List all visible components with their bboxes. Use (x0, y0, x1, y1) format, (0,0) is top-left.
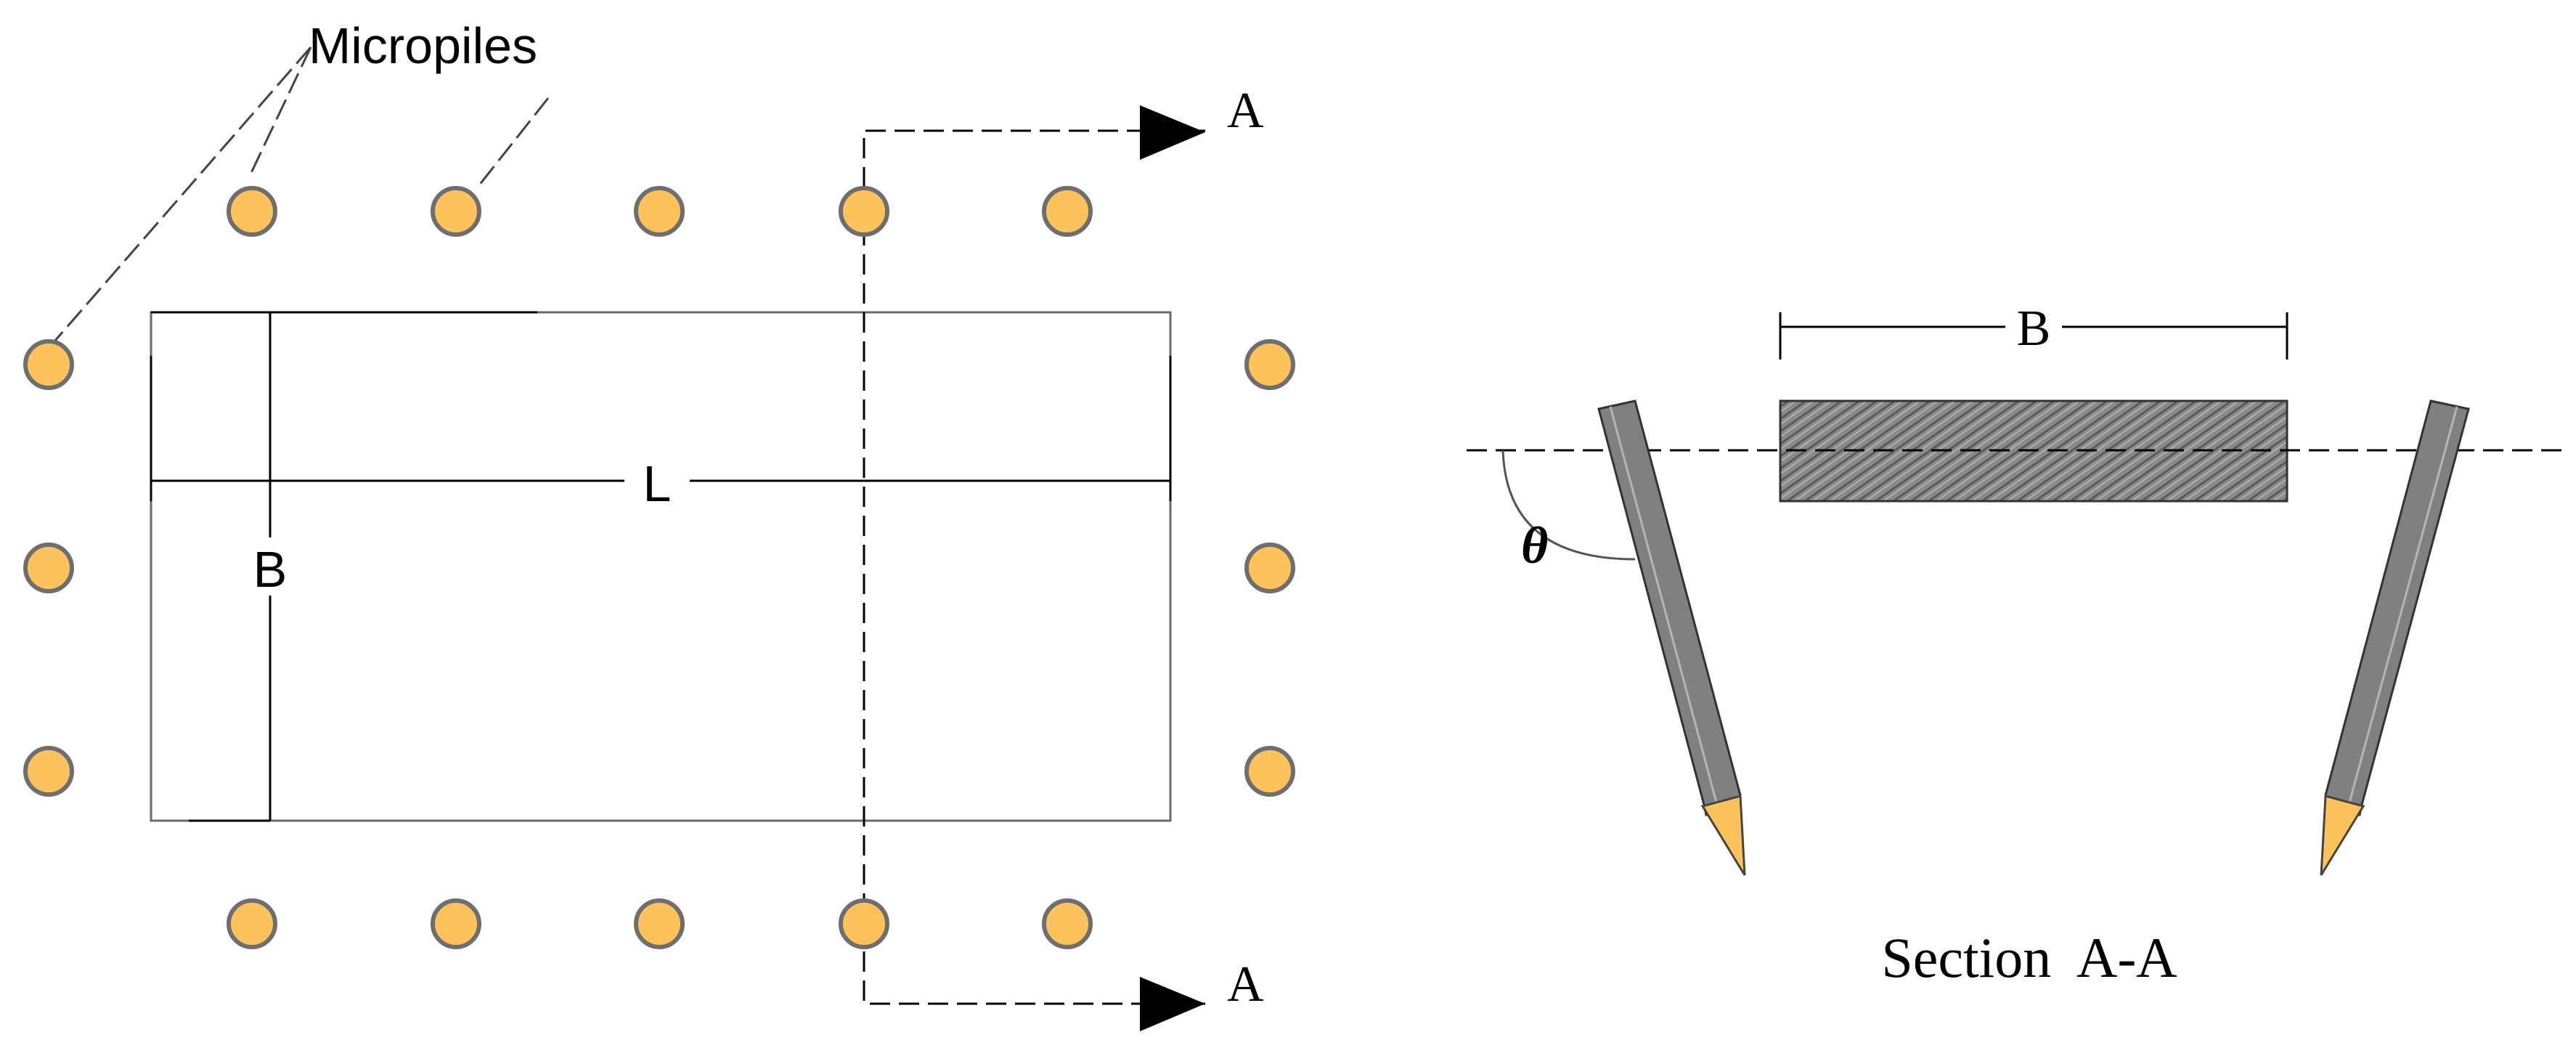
micropile-circle (431, 186, 481, 237)
micropile-circle (1042, 898, 1093, 949)
micropile-circle (1042, 186, 1093, 237)
section-caption: Section A-A (1881, 926, 2177, 989)
angle-label: θ (1521, 516, 1548, 574)
right-micropile-section (2320, 399, 2470, 876)
micropile-circle (1244, 746, 1295, 797)
micropile-circle (431, 898, 481, 949)
section-width-dimension (1779, 312, 2288, 360)
micropile-circle (839, 186, 889, 237)
micropiles-callout-label: Micropiles (309, 17, 537, 74)
micropile-circle (23, 746, 74, 797)
width-label-section: B (2017, 301, 2051, 357)
left-micropile-section (1597, 399, 1746, 876)
width-label-plan: B (253, 541, 288, 598)
micropile-circle (839, 898, 889, 949)
section-mark-bottom: A (1227, 957, 1264, 1012)
micropile-circles (23, 186, 1295, 949)
footing-outline (150, 311, 1172, 822)
section-arrow-top-icon (1140, 105, 1205, 160)
plan-view: L B A A Micropiles (23, 17, 1295, 1031)
micropile-circle (23, 339, 74, 390)
micropile-circle (1244, 543, 1295, 593)
micropile-circle (634, 898, 685, 949)
micropile-circle (1244, 339, 1295, 390)
callout-leaders (53, 46, 550, 342)
section-cut-line (863, 105, 1205, 1031)
micropile-circle (23, 543, 74, 593)
section-arrow-bottom-icon (1140, 977, 1205, 1031)
micropile-circle (634, 186, 685, 237)
width-dimension (151, 311, 537, 822)
length-dimension (150, 356, 1172, 508)
section-mark-top: A (1227, 83, 1264, 139)
micropile-circle (227, 898, 277, 949)
section-view: B θ Section A-A (1467, 301, 2563, 989)
right-pile-tip-icon (2320, 795, 2365, 876)
angle-arc (1501, 450, 1636, 561)
micropile-circle (227, 186, 277, 237)
length-label: L (643, 455, 672, 512)
left-pile-tip-icon (1700, 795, 1746, 876)
